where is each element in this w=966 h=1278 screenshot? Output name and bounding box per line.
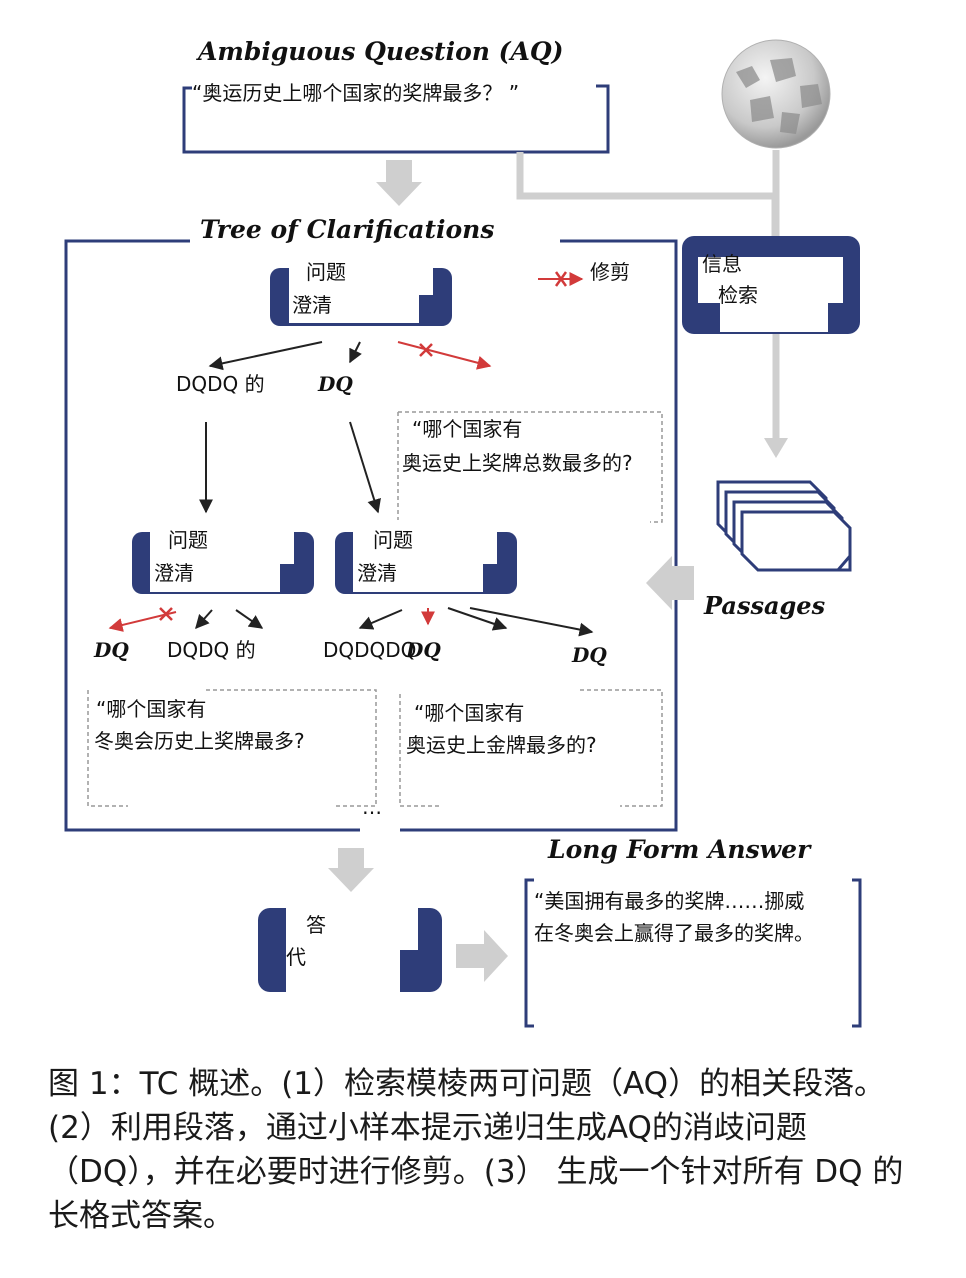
prune-legend: 修剪 <box>538 260 630 287</box>
lfa-line1: “美国拥有最多的奖牌……挪威 <box>534 889 804 913</box>
dq-quote1-box <box>397 411 663 523</box>
passages-to-tree-arrow <box>646 556 694 610</box>
wikipedia-globe-icon <box>721 39 831 149</box>
l2-dq-c: DQDQDQ <box>323 638 416 662</box>
svg-text:问题: 问题 <box>168 528 208 552</box>
edge-l2-d <box>358 609 403 630</box>
edge-l2-f <box>447 607 508 631</box>
l2-dq-a: DQ <box>93 638 129 662</box>
svg-text:澄清: 澄清 <box>292 293 332 317</box>
down-arrow-1 <box>376 160 422 206</box>
dq-quote1-line2: 奥运史上奖牌总数最多的? <box>402 451 633 475</box>
aq-box-bracket-right <box>520 84 610 154</box>
svg-text:检索: 检索 <box>718 283 758 307</box>
lfa-bracket-left <box>524 878 534 1028</box>
edge-root-left <box>208 341 323 371</box>
prune-scissors-icon <box>554 271 568 287</box>
right-arrow-answer <box>456 930 508 982</box>
down-arrow-2 <box>328 848 374 892</box>
clarify-node-right: 问题 澄清 <box>335 520 517 594</box>
quote2-line1: “哪个国家有 <box>96 697 206 721</box>
svg-text:问题: 问题 <box>306 260 346 284</box>
tree-ellipsis: … <box>362 795 382 819</box>
svg-text:代: 代 <box>286 945 306 969</box>
quote2-line2: 冬奥会历史上奖牌最多? <box>94 729 305 753</box>
svg-text:答: 答 <box>306 913 326 937</box>
quote3-line1: “哪个国家有 <box>414 701 524 725</box>
toc-frame <box>64 239 678 832</box>
aq-box-bracket <box>182 86 520 154</box>
l2-dq-d: DQ <box>405 638 441 662</box>
quote3-line2: 奥运史上金牌最多的? <box>406 733 597 757</box>
svg-text:澄清: 澄清 <box>357 561 397 585</box>
dq-quote1-line1: “哪个国家有 <box>412 417 522 441</box>
prune-label: 修剪 <box>590 260 630 284</box>
lfa-title: Long Form Answer <box>547 835 812 864</box>
edge-l2-b <box>195 609 213 630</box>
svg-text:问题: 问题 <box>373 528 413 552</box>
edge-l2-c <box>235 609 264 629</box>
aq-to-retrieval-line <box>516 152 779 236</box>
prune-mark-root <box>419 343 433 357</box>
l2-dq-e: DQ <box>571 643 607 667</box>
prune-mark-l2a <box>159 607 173 621</box>
dq-mid-label: DQ <box>317 372 353 396</box>
edge-root-pruned <box>397 341 492 370</box>
passages-stack-icon <box>716 480 852 572</box>
quote3-box <box>399 689 663 807</box>
l2-dq-b: DQDQ 的 <box>167 638 256 662</box>
toc-title: Tree of Clarifications <box>200 215 494 244</box>
quote2-box <box>87 689 377 807</box>
tc-diagram: Ambiguous Question (AQ) “奥运历史上哪个国家的奖牌最多？… <box>64 37 862 1028</box>
root-clarify-node: 问题 澄清 <box>270 255 452 326</box>
lfa-bracket-right <box>852 878 862 1028</box>
aq-question-text: “奥运历史上哪个国家的奖牌最多？ ” <box>192 81 519 105</box>
answer-node: 答 代 <box>258 902 442 994</box>
svg-text:信息: 信息 <box>702 252 742 276</box>
svg-text:澄清: 澄清 <box>154 561 194 585</box>
aq-title: Ambiguous Question (AQ) <box>196 37 563 66</box>
edge-root-mid <box>349 341 362 364</box>
dq-left-label: DQDQ 的 <box>176 372 265 396</box>
edge-mid-down <box>349 421 381 514</box>
clarify-node-left: 问题 澄清 <box>132 520 314 594</box>
passages-label: Passages <box>703 591 826 620</box>
edge-l2-g <box>469 607 594 637</box>
figure-caption: 图 1：TC 概述。(1）检索模棱两可问题（AQ）的相关段落。(2）利用段落，通… <box>48 1066 904 1234</box>
retrieval-to-passages-arrowhead <box>764 438 788 458</box>
retrieval-node: 信息 检索 <box>682 236 860 334</box>
lfa-line2: 在冬奥会上赢得了最多的奖牌。 <box>534 921 814 945</box>
